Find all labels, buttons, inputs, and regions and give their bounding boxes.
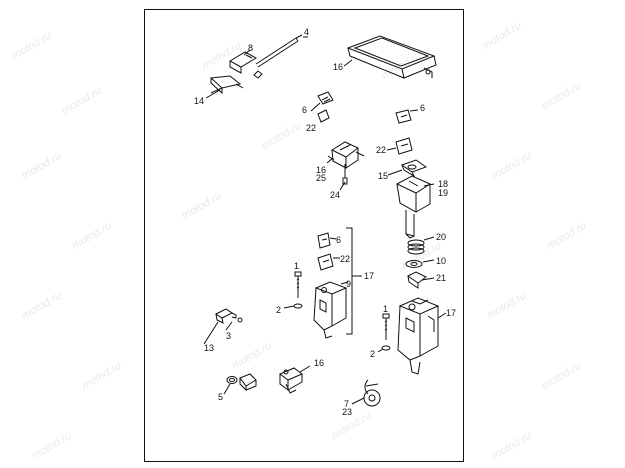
leader-line [423,236,435,241]
callout-label: 7 [344,399,350,409]
leader-line [339,181,346,191]
leader-line [423,183,435,187]
rod-part [255,36,308,68]
leader-line [437,312,447,319]
leader-line [351,397,365,405]
callout-label: 1 [294,261,300,271]
callout-label: 9 [346,279,352,289]
callout-label: 15 [378,171,389,181]
leader-line [299,365,311,373]
leader-line [295,34,303,39]
screw-part [294,271,302,298]
callout-label: 6 [302,105,308,115]
retainer-part [407,271,427,289]
callout-label: 2 [370,349,376,359]
callout-label: 4 [304,27,310,37]
leader-line [225,321,233,331]
plug-part [239,373,257,392]
screw-part [382,313,390,340]
callout-label: 22 [340,254,351,264]
leader-line [340,281,349,285]
switch-key-part [317,91,334,105]
callout-label: 16 [333,62,344,72]
switch-key-part [395,109,413,155]
leader-line [205,89,221,99]
callout-label: 13 [204,343,215,353]
leader-line [386,147,397,151]
ignition-switch-part [327,141,365,185]
callout-label: 17 [446,308,457,318]
key-slide-part [228,51,263,79]
callout-label: 24 [330,190,341,200]
key-tag-part [363,379,381,407]
leader-line [243,49,251,56]
o-ring-part [226,376,238,384]
callout-label: 1 [383,304,389,314]
switch-key-part [317,232,334,271]
callout-label: 14 [194,96,205,106]
washer-part [405,260,423,268]
knob-part [395,175,432,239]
key-blank-part [317,109,330,123]
callout-label: 3 [226,331,232,341]
small-switch-part [215,308,243,324]
cap-part [400,159,428,178]
washer-part [381,345,391,351]
leader-line [310,102,321,112]
callout-label: 20 [436,232,447,242]
callout-label: 5 [218,392,224,402]
spring-part [407,239,425,255]
sensor-part [279,367,303,394]
leader-line [343,59,353,67]
callout-label: 16 [316,165,327,175]
diagram-frame [144,9,464,462]
callout-label: 21 [436,273,447,283]
leader-line [326,157,334,164]
leader-line [421,277,435,281]
callout-label: 23 [342,407,353,417]
callout-label: 16 [314,358,325,368]
lever-part [209,75,244,95]
callout-label: 18 [438,179,449,189]
leader-line [422,259,435,263]
leader-line [223,383,231,395]
callout-label: 19 [438,188,449,198]
callout-label: 6 [336,235,342,245]
washer-part [293,303,303,309]
leader-line [409,109,419,112]
callout-label: 25 [316,173,327,183]
callout-label: 17 [364,271,375,281]
leader-line [387,169,403,176]
lock-housing-part [397,297,440,375]
leader-line [283,305,295,309]
leader-line [329,237,337,240]
control-module-part [346,35,437,79]
callout-label: 8 [248,43,254,53]
callout-label: 10 [436,256,447,266]
lock-housing-part [313,281,348,339]
callout-label: 22 [306,123,317,133]
leader-line [377,348,384,353]
callout-label: 2 [276,305,282,315]
leader-line [203,321,219,345]
callout-label: 6 [420,103,426,113]
callout-label: 22 [376,145,387,155]
group-bracket [346,227,353,335]
